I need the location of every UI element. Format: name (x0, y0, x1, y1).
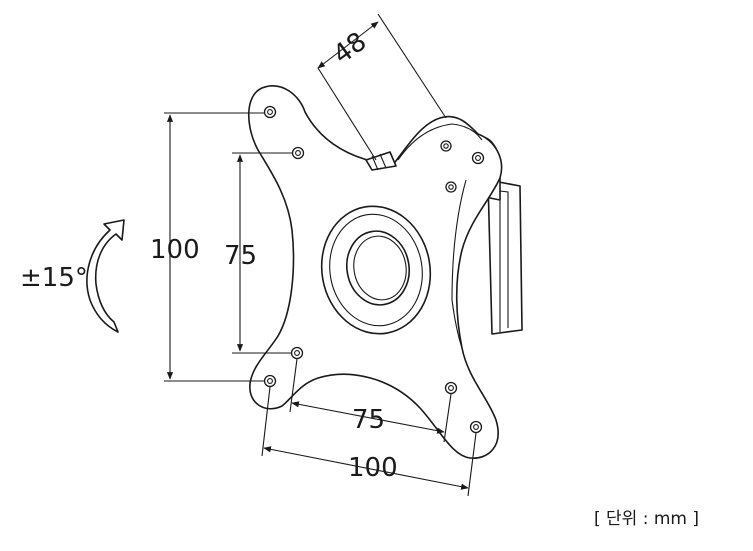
hole-inner-top-right (440, 140, 452, 152)
unit-label: [ 단위 : mm ] (594, 509, 699, 529)
label-vertical-75: 75 (224, 241, 257, 271)
label-48: 48 (328, 27, 372, 71)
hole-inner-bottom-left (290, 346, 304, 360)
tilt-arrow (86, 219, 125, 333)
hole-outer-top-right (471, 151, 485, 165)
dim-48 (317, 13, 447, 161)
hole-mid-right (445, 181, 457, 193)
dim-vertical-100 (164, 112, 264, 382)
dim-vertical-75 (232, 152, 292, 354)
center-boss (320, 205, 432, 335)
label-vertical-100: 100 (150, 235, 200, 265)
dim-horizontal-100 (261, 386, 477, 497)
top-knuckle (365, 151, 397, 171)
label-tilt: ±15° (20, 263, 88, 293)
hole-inner-bottom-right (444, 381, 458, 395)
dim-horizontal-75 (289, 358, 452, 443)
hole-outer-bottom-right (469, 420, 483, 434)
hole-outer-top-left (263, 105, 277, 119)
hole-outer-bottom-left (263, 374, 277, 388)
label-horizontal-75: 75 (352, 405, 385, 435)
hole-inner-top-left (291, 146, 305, 160)
label-horizontal-100: 100 (348, 453, 398, 483)
screw-holes (263, 105, 485, 434)
